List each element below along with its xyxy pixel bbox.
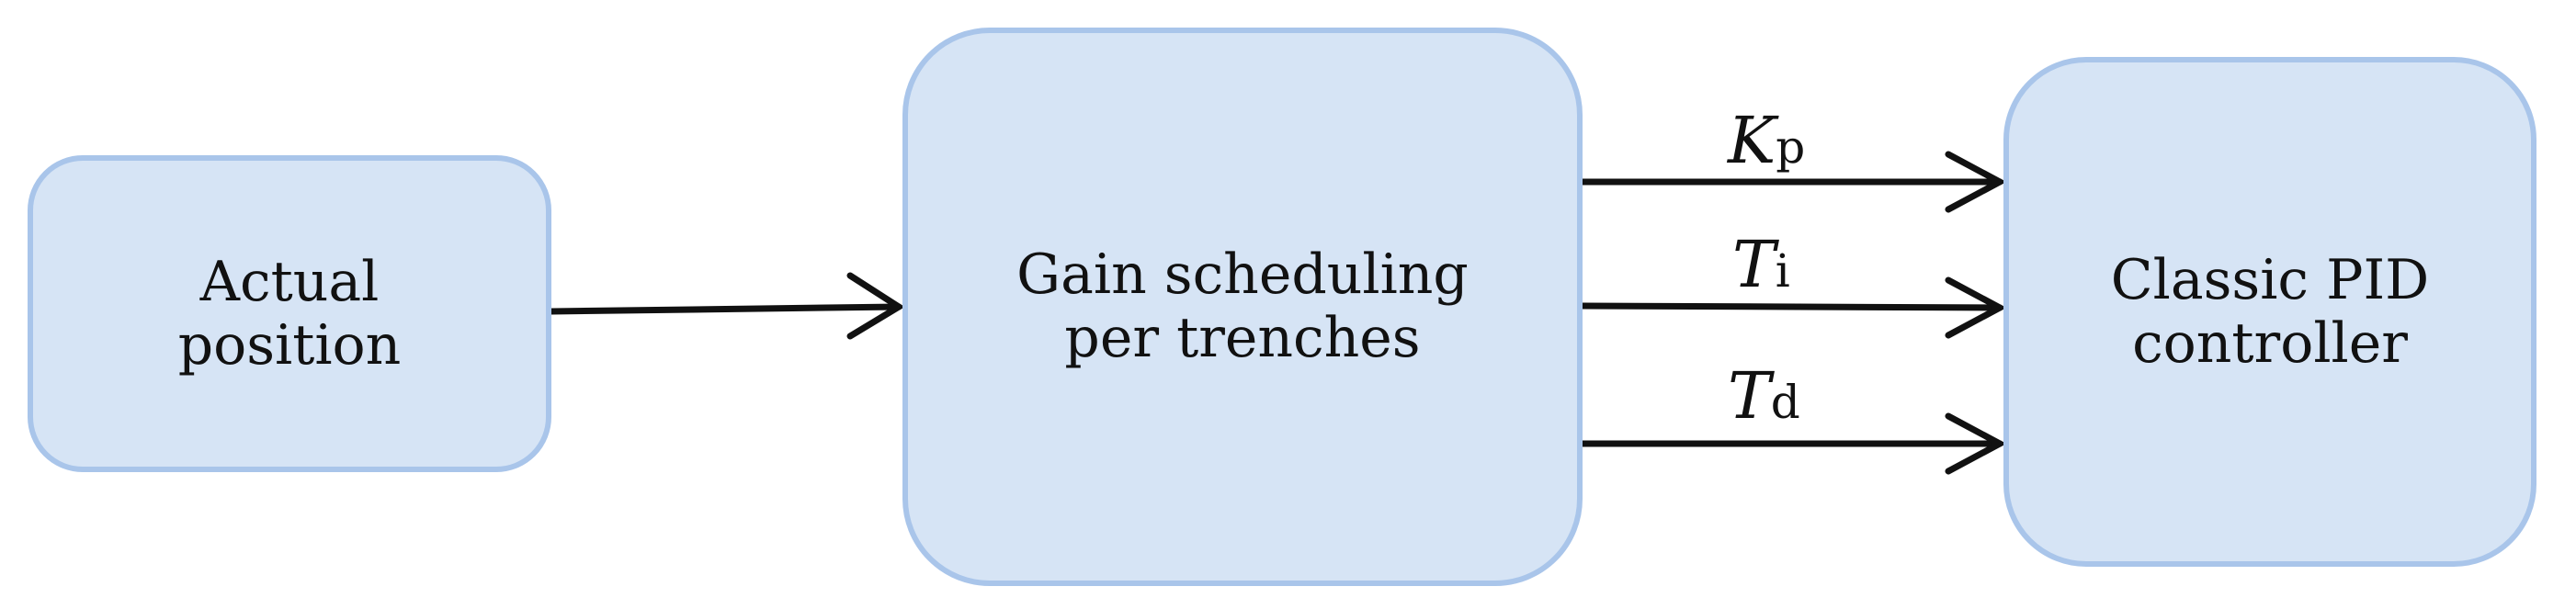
node-label-line: per trenches xyxy=(1064,306,1421,370)
node-classic-pid: Classic PID controller xyxy=(2003,57,2536,567)
edge-td xyxy=(1579,412,2007,475)
node-label-line: Actual xyxy=(199,249,380,314)
node-gain-scheduling: Gain scheduling per trenches xyxy=(902,28,1583,586)
edge-ti xyxy=(1579,276,2007,339)
edge-label-subscript: d xyxy=(1770,376,1800,429)
edge-label-td: Td xyxy=(1728,358,1800,434)
node-label-line: Classic PID xyxy=(2110,247,2430,312)
edge-label-kp: Kp xyxy=(1728,103,1805,178)
edge-label-symbol: T xyxy=(1732,227,1776,302)
node-actual-position: Actual position xyxy=(28,155,551,472)
node-label-line: Gain scheduling xyxy=(1016,242,1469,307)
edge-kp xyxy=(1579,151,2007,213)
edge-label-subscript: p xyxy=(1776,120,1806,174)
edge-label-subscript: i xyxy=(1775,244,1790,298)
node-label-line: position xyxy=(177,312,402,378)
edge-label-symbol: K xyxy=(1728,103,1776,178)
edge-label-symbol: T xyxy=(1728,358,1771,434)
edge-actual-to-gain xyxy=(548,272,905,340)
edge-label-ti: Ti xyxy=(1732,227,1790,302)
node-label-line: controller xyxy=(2132,310,2408,376)
